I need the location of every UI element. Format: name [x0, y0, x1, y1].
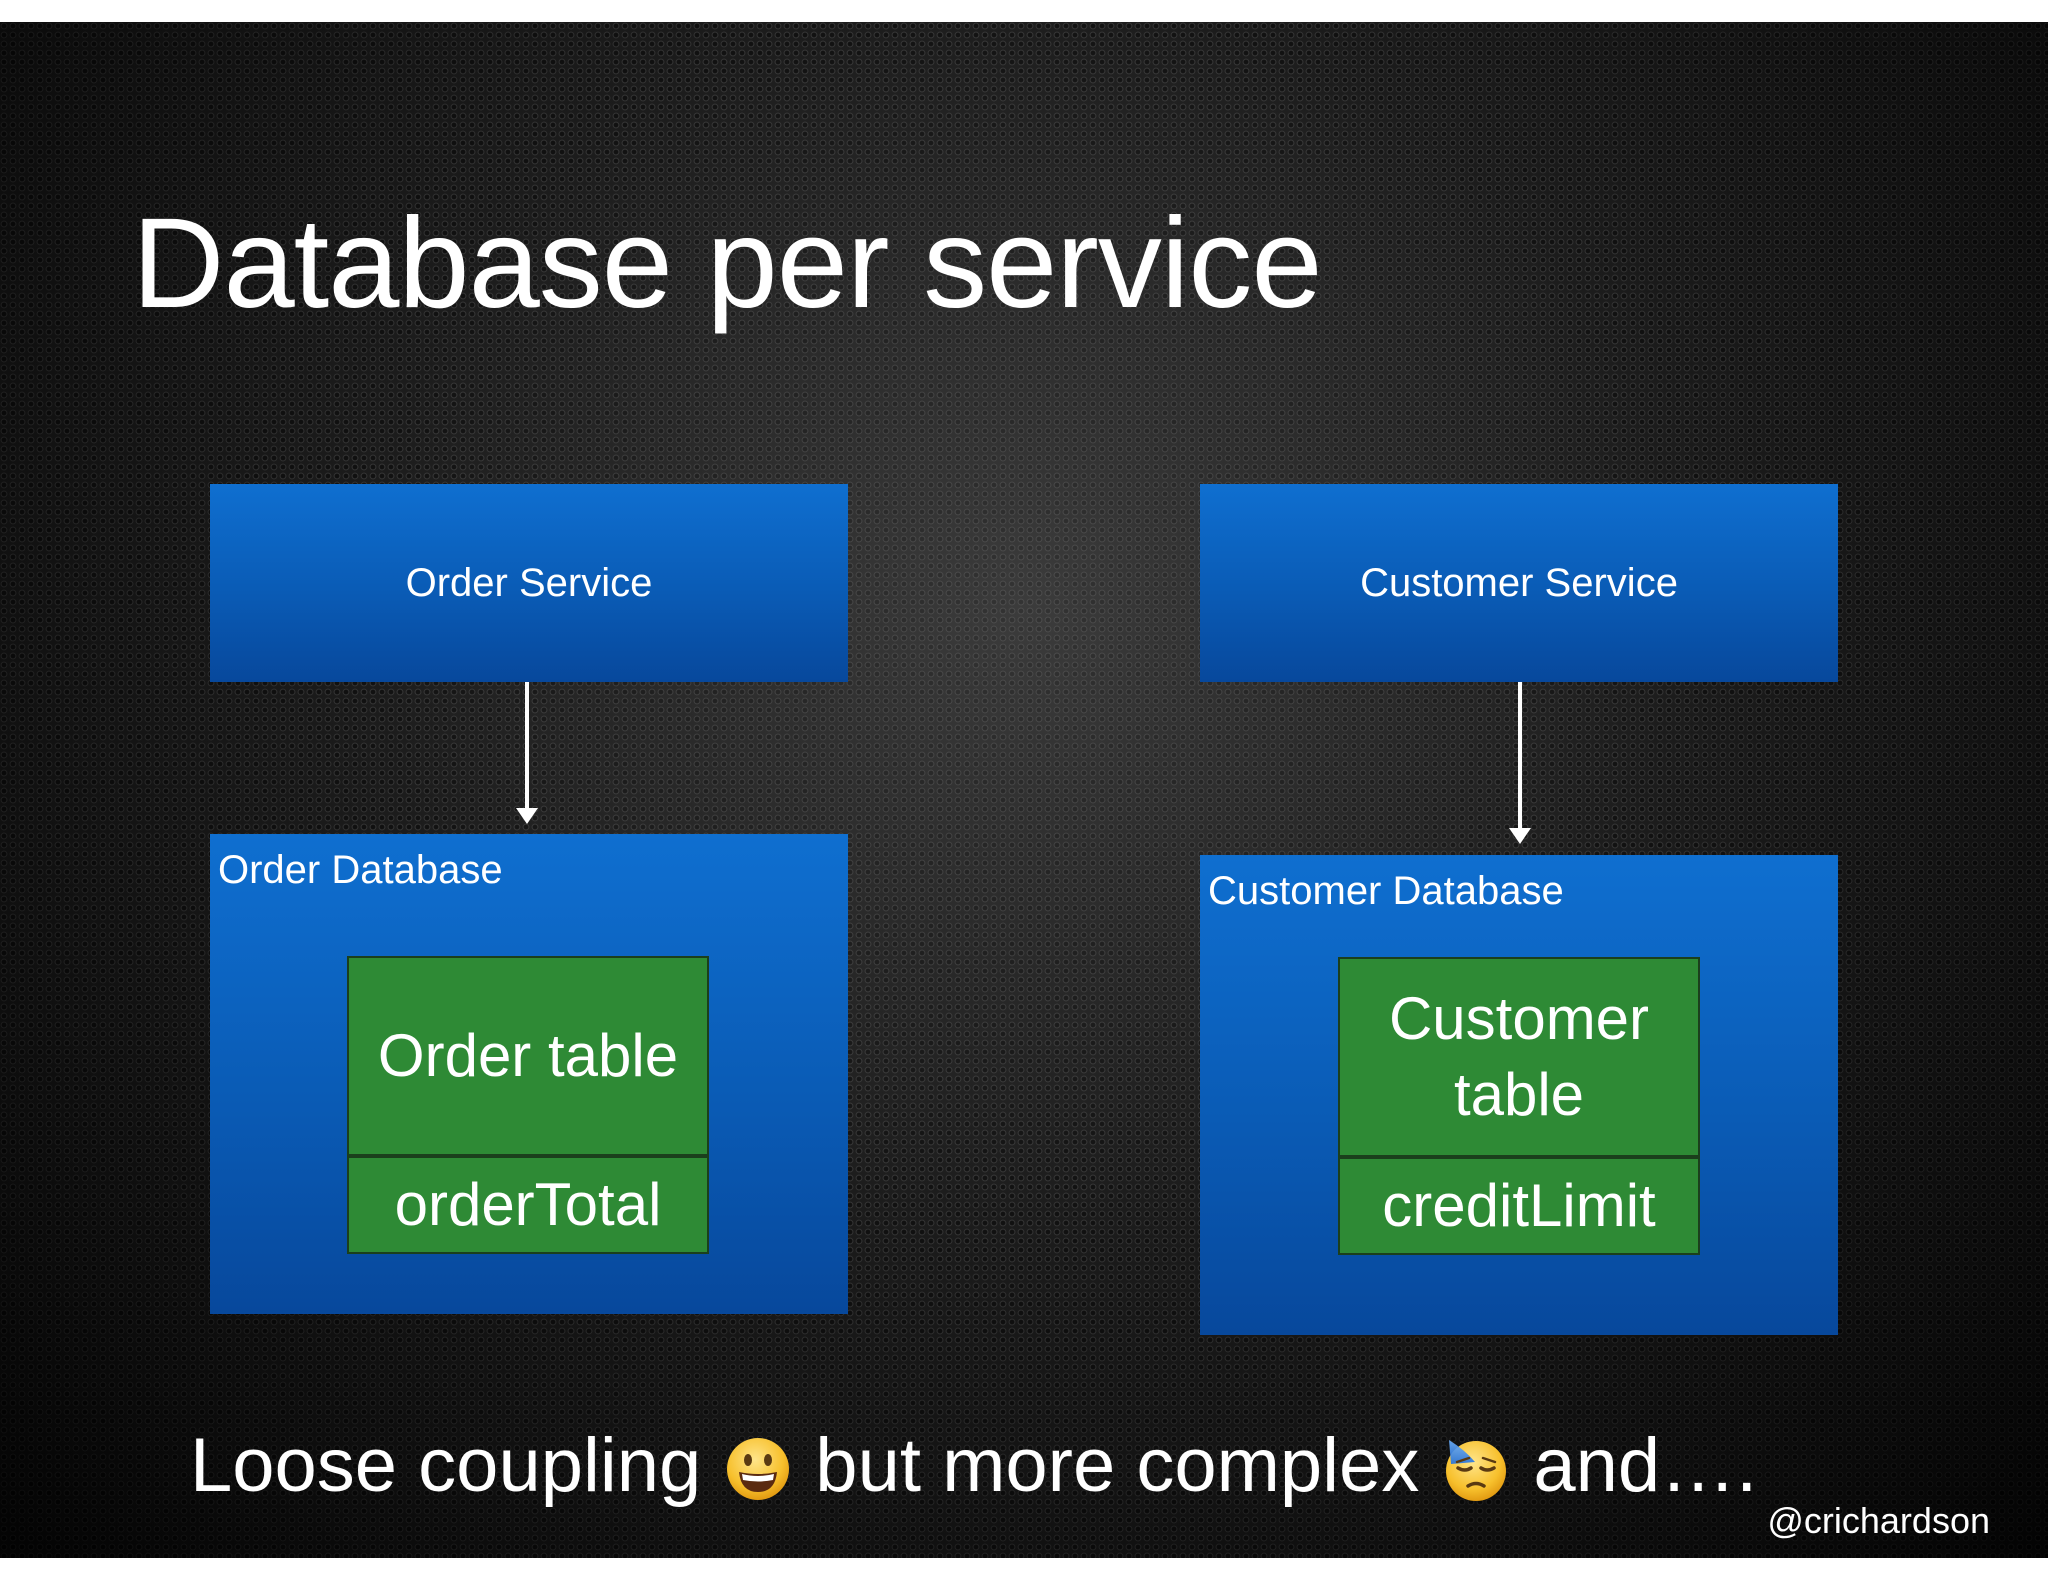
downcast-face-with-sweat-icon [1443, 1433, 1509, 1501]
customer-table: Customer table [1338, 957, 1700, 1157]
order-database-label: Order Database [218, 848, 503, 892]
order-service-box: Order Service [210, 484, 848, 682]
slide-title: Database per service [132, 192, 1322, 335]
author-handle: @crichardson [1767, 1500, 1990, 1541]
grinning-face-icon [725, 1433, 791, 1500]
order-service-to-database-arrow [516, 682, 538, 824]
customer-database-box: Customer Database Customer table creditL… [1200, 855, 1838, 1335]
customer-database-label: Customer Database [1208, 869, 1564, 913]
order-service-label: Order Service [405, 560, 653, 605]
order-table: Order table [347, 956, 709, 1156]
customer-service-label: Customer Service [1360, 560, 1678, 605]
footer-text-and: and…. [1533, 1423, 1758, 1508]
order-database-box: Order Database Order table orderTotal [210, 834, 848, 1314]
credit-limit-column: creditLimit [1338, 1157, 1700, 1255]
slide: Database per service Order Service Order… [0, 22, 2048, 1558]
footer-text-loose-coupling: Loose coupling [190, 1423, 702, 1508]
order-total-column: orderTotal [347, 1156, 709, 1254]
customer-service-box: Customer Service [1200, 484, 1838, 682]
footer-text-more-complex: but more complex [815, 1423, 1420, 1508]
customer-service-to-database-arrow [1509, 682, 1531, 844]
footer-caption: Loose coupling but more complex [190, 1422, 1757, 1509]
